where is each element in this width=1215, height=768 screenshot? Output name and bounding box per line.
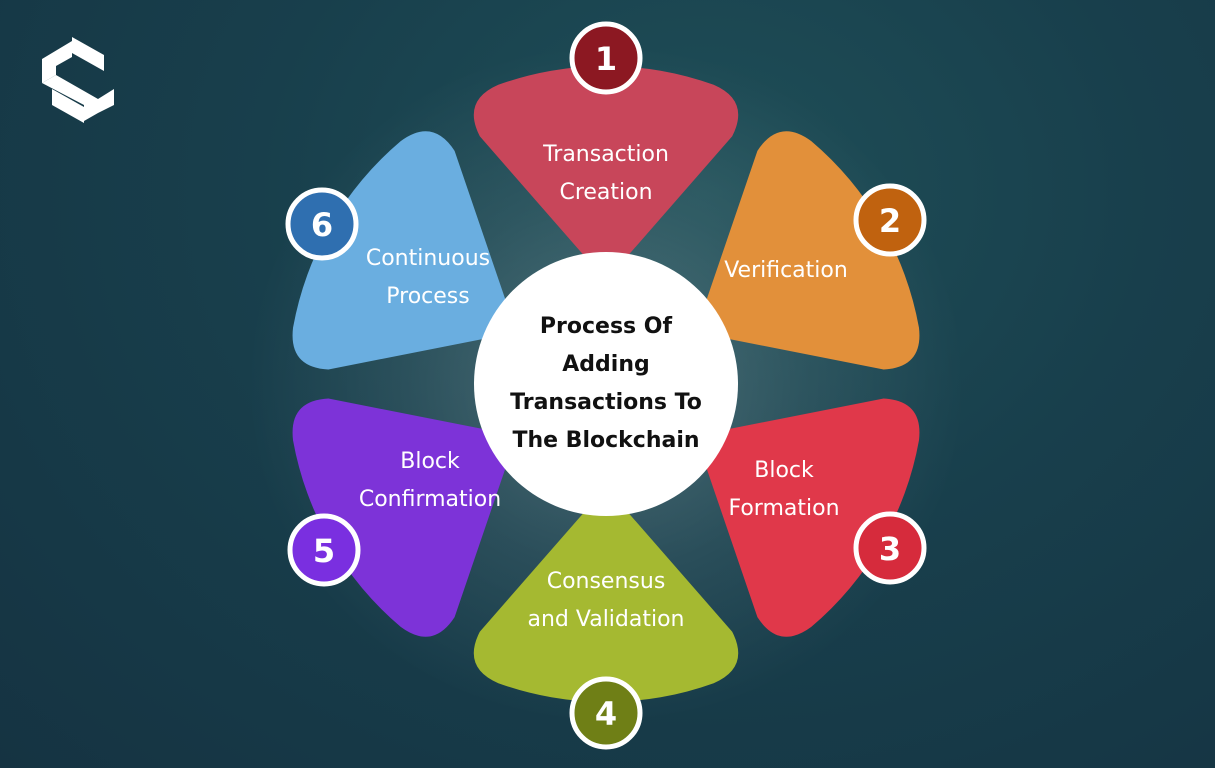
step-3-badge bbox=[853, 511, 927, 585]
step-5-badge bbox=[287, 513, 361, 587]
step-1-label-line: Creation bbox=[559, 180, 652, 205]
step-2-label-line: Verification bbox=[724, 258, 848, 283]
step-2-label: Verification bbox=[724, 258, 848, 283]
step-4-number: 4 bbox=[595, 695, 617, 733]
center-circle bbox=[474, 252, 738, 516]
step-1-label-line: Transaction bbox=[542, 142, 669, 167]
step-6-label-line: Process bbox=[386, 284, 469, 309]
step-3-petal bbox=[698, 398, 920, 637]
center-title-line: Process Of bbox=[540, 314, 673, 339]
step-1-petal bbox=[473, 66, 739, 276]
center-title-line: Adding bbox=[562, 352, 649, 377]
step-5-label-line: Confirmation bbox=[359, 487, 501, 512]
step-6-petal bbox=[292, 131, 514, 370]
step-4-badge bbox=[569, 676, 643, 750]
step-4-label-line: and Validation bbox=[527, 607, 684, 632]
step-5-label-line: Block bbox=[400, 449, 460, 474]
step-6-number: 6 bbox=[311, 206, 333, 244]
step-5-petal bbox=[292, 398, 514, 637]
center-title-line: Transactions To bbox=[510, 390, 702, 415]
step-2-petal bbox=[698, 131, 920, 370]
step-2-number: 2 bbox=[879, 202, 901, 240]
step-6-badge bbox=[285, 187, 359, 261]
step-3-label-line: Block bbox=[754, 458, 814, 483]
step-4-petal bbox=[473, 492, 739, 702]
step-3-number: 3 bbox=[879, 530, 901, 568]
step-5-number: 5 bbox=[313, 532, 335, 570]
brand-logo-icon bbox=[42, 37, 114, 123]
center-title-line: The Blockchain bbox=[512, 428, 699, 453]
step-4-label: Consensus and Validation bbox=[527, 569, 684, 632]
step-6-label-line: Continuous bbox=[366, 246, 490, 271]
step-2-badge bbox=[853, 183, 927, 257]
step-1-badge bbox=[569, 21, 643, 95]
step-4-label-line: Consensus bbox=[547, 569, 666, 594]
step-1-number: 1 bbox=[595, 40, 617, 78]
step-3-label-line: Formation bbox=[728, 496, 839, 521]
